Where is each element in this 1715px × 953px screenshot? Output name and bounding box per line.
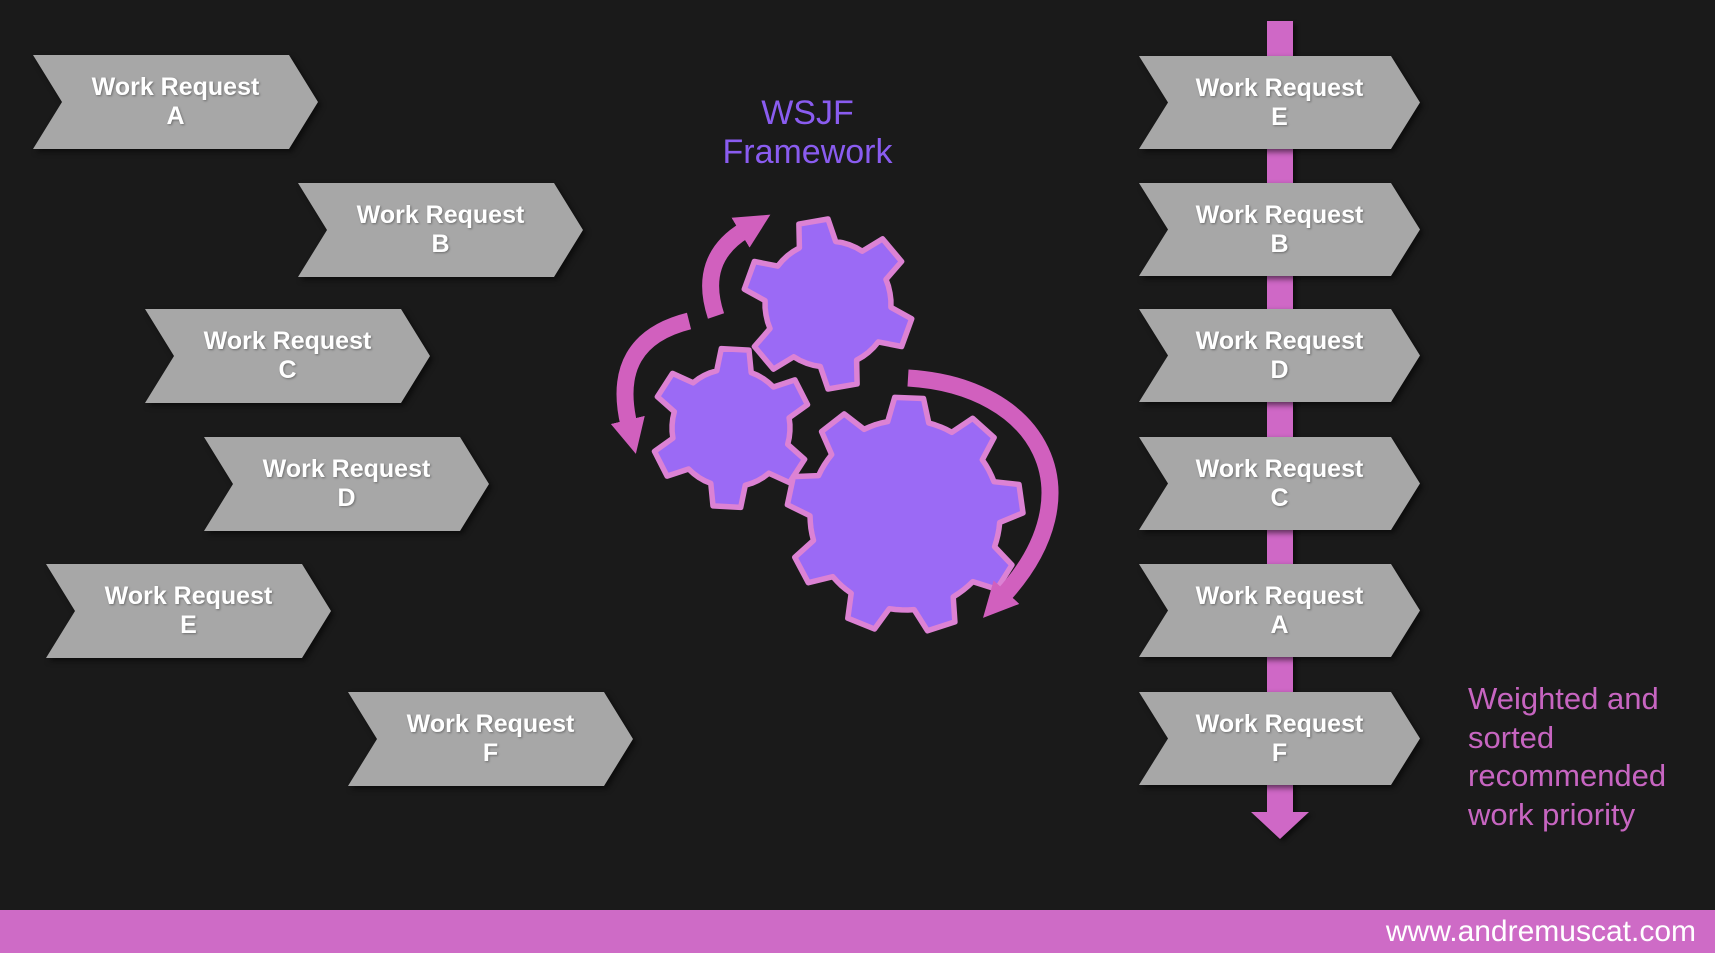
work-request-letter: F: [1271, 738, 1288, 767]
work-request-label-prefix: Work Request: [203, 327, 372, 355]
work-request-label-prefix: Work Request: [1195, 709, 1364, 738]
title-line-2: Framework: [722, 133, 893, 171]
work-request-letter: E: [180, 611, 197, 639]
chevron-arrow-shape: [204, 437, 489, 531]
rotation-arrows-icon: [610, 214, 1059, 618]
work-request-label-prefix: Work Request: [1195, 73, 1364, 102]
chevron-arrow-shape: [1139, 692, 1420, 785]
footer-bar: www.andremuscat.com: [0, 910, 1715, 953]
rotation-arrow-left-icon: [610, 312, 692, 454]
rotation-arrow-right-icon: [907, 369, 1059, 618]
priority-caption-line: recommended: [1468, 758, 1667, 793]
work-request-label-prefix: Work Request: [1195, 581, 1364, 610]
work-request-label-prefix: Work Request: [1195, 454, 1364, 483]
work-request-letter: E: [1271, 102, 1288, 131]
work-request-letter: F: [482, 739, 499, 767]
work-request-label-prefix: Work Request: [356, 201, 525, 229]
work-request-label-prefix: Work Request: [1195, 200, 1364, 229]
work-request-letter: C: [278, 356, 297, 384]
work-request-letter: B: [1270, 229, 1289, 258]
priority-flow-arrow-icon: [1251, 21, 1309, 839]
priority-caption-line: Weighted and: [1468, 681, 1659, 716]
chevron-arrow-shape: [348, 692, 633, 786]
work-request-letter: C: [1270, 483, 1289, 512]
work-request-letter: A: [1270, 610, 1289, 639]
chevron-arrow-shape: [145, 309, 430, 403]
footer-url: www.andremuscat.com: [1385, 914, 1696, 948]
priority-caption-line: sorted: [1468, 719, 1555, 755]
work-request-label-prefix: Work Request: [406, 710, 575, 738]
chevron-arrow-shape: [1139, 56, 1420, 149]
work-request-label-prefix: Work Request: [104, 582, 273, 610]
gear-icon: [784, 394, 1026, 634]
work-request-letter: B: [431, 230, 450, 258]
chevron-arrow-shape: [1139, 437, 1420, 530]
gear-icon: [741, 216, 915, 392]
chevron-arrow-shape: [1139, 564, 1420, 657]
chevron-arrow-shape: [1139, 309, 1420, 402]
rotation-arrow-top-icon: [702, 214, 771, 319]
chevron-arrow-shape: [298, 183, 583, 277]
wsjf-framework-title: WSJF Framework: [657, 94, 958, 172]
gear-icon: [651, 345, 811, 511]
chevron-arrow-shape: [33, 55, 318, 149]
work-request-letter: A: [166, 102, 185, 130]
chevron-arrow-shape: [1139, 183, 1420, 276]
chevron-arrow-shape: [46, 564, 331, 658]
gears-icon: [651, 216, 1026, 634]
work-request-letter: D: [1270, 355, 1289, 384]
work-request-letter: D: [337, 484, 356, 512]
work-request-label-prefix: Work Request: [1195, 326, 1364, 355]
priority-caption-line: work priority: [1468, 796, 1636, 832]
work-request-label-prefix: Work Request: [262, 455, 431, 483]
work-request-label-prefix: Work Request: [91, 73, 260, 101]
title-line-1: WSJF: [761, 94, 854, 132]
